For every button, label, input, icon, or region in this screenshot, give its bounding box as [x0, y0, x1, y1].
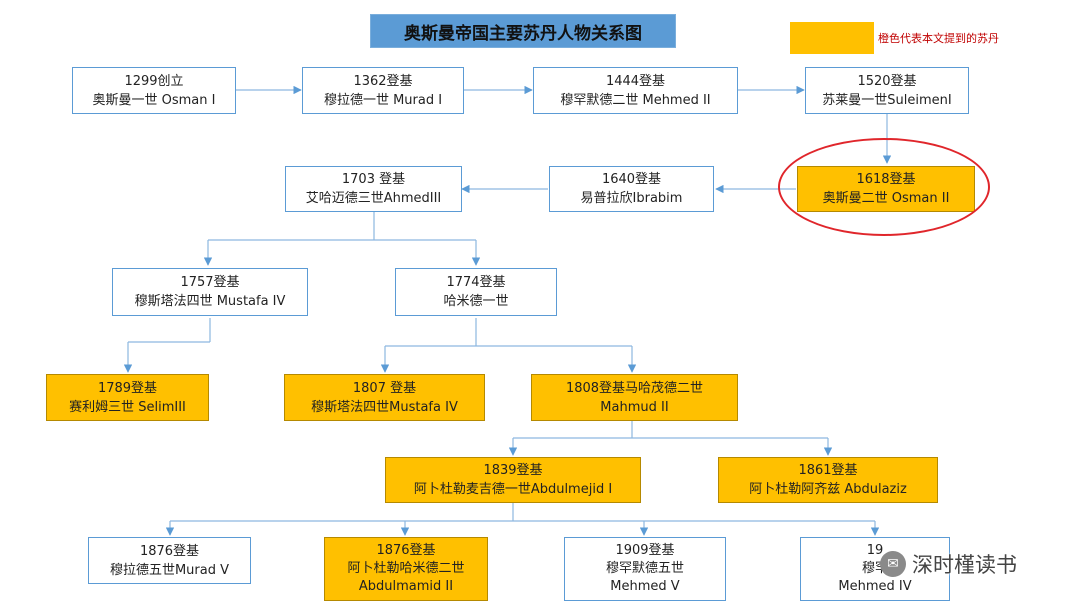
- node-mehmed5-line2: 穆罕默德五世: [605, 561, 684, 576]
- node-abdulaziz: 1861登基 阿卜杜勒阿齐兹 Abdulaziz: [718, 457, 938, 503]
- node-abdulhamid2-line2: 阿卜杜勒哈米德二世: [347, 561, 465, 576]
- node-mehmed6-line1: 19: [866, 543, 884, 558]
- node-abdulaziz-line1: 1861登基: [798, 463, 858, 478]
- watermark: ✉ 深时槿读书: [880, 544, 1017, 584]
- node-selim3-line2: 赛利姆三世 SelimIII: [69, 399, 186, 415]
- node-murad5: 1876登基 穆拉德五世Murad V: [88, 537, 251, 584]
- node-abdulhamid2: 1876登基 阿卜杜勒哈米德二世 Abdulmamid II: [324, 537, 488, 601]
- node-mahmud2: 1808登基马哈茂德二世 Mahmud II: [531, 374, 738, 421]
- node-ibrahim-line1: 1640登基: [601, 172, 662, 187]
- node-selim3-line1: 1789登基: [97, 380, 158, 396]
- node-mehmed2-line1: 1444登基: [605, 73, 666, 89]
- node-mustafa4b: 1807 登基 穆斯塔法四世Mustafa IV: [284, 374, 485, 421]
- node-abdulhamid2-line3: Abdulmamid II: [358, 579, 454, 594]
- node-mehmed5-line1: 1909登基: [615, 543, 675, 558]
- node-abdulhamid2-line1: 1876登基: [376, 543, 436, 558]
- node-murad5-line2: 穆拉德五世Murad V: [109, 562, 230, 578]
- diagram-title: 奥斯曼帝国主要苏丹人物关系图: [370, 14, 676, 48]
- node-mehmed6: 19 穆罕 Mehmed IV: [800, 537, 950, 601]
- node-ahmed3-line2: 艾哈迈德三世AhmedIII: [305, 191, 442, 206]
- wechat-icon: ✉: [880, 551, 906, 577]
- node-mustafa4-line1: 1757登基: [180, 275, 240, 290]
- node-mustafa4: 1757登基 穆斯塔法四世 Mustafa IV: [112, 268, 308, 316]
- node-ahmed3: 1703 登基 艾哈迈德三世AhmedIII: [285, 166, 462, 212]
- node-mustafa4-line2: 穆斯塔法四世 Mustafa IV: [134, 294, 286, 309]
- node-abdulaziz-line2: 阿卜杜勒阿齐兹 Abdulaziz: [749, 482, 907, 497]
- node-mahmud2-line2: Mahmud II: [600, 399, 669, 415]
- node-ibrahim-line2: 易普拉欣Ibrabim: [580, 191, 683, 206]
- node-osman1: 1299创立 奥斯曼一世 Osman I: [72, 67, 236, 114]
- node-ahmed3-line1: 1703 登基: [341, 172, 406, 187]
- node-mehmed5: 1909登基 穆罕默德五世 Mehmed V: [564, 537, 726, 601]
- node-mustafa4b-line1: 1807 登基: [352, 380, 417, 396]
- node-hamid1: 1774登基 哈米德一世: [395, 268, 557, 316]
- node-mehmed2-line2: 穆罕默德二世 Mehmed II: [560, 92, 711, 108]
- node-suleiman1-line2: 苏莱曼一世SuleimenI: [822, 92, 952, 108]
- node-abdulmejid1: 1839登基 阿卜杜勒麦吉德一世Abdulmejid I: [385, 457, 641, 503]
- node-hamid1-line1: 1774登基: [446, 275, 506, 290]
- node-abdulmejid1-line1: 1839登基: [483, 463, 543, 478]
- node-selim3: 1789登基 赛利姆三世 SelimIII: [46, 374, 209, 421]
- node-mahmud2-line1: 1808登基马哈茂德二世: [565, 380, 704, 396]
- legend-text: 橙色代表本文提到的苏丹: [878, 32, 999, 45]
- node-hamid1-line2: 哈米德一世: [443, 294, 509, 309]
- watermark-text: 深时槿读书: [912, 553, 1017, 577]
- node-mehmed6-line3: Mehmed IV: [838, 579, 912, 594]
- node-suleiman1: 1520登基 苏莱曼一世SuleimenI: [805, 67, 969, 114]
- node-murad5-line1: 1876登基: [139, 543, 200, 559]
- node-murad1: 1362登基 穆拉德一世 Murad I: [302, 67, 464, 114]
- highlight-ellipse: [778, 138, 990, 236]
- node-osman1-line1: 1299创立: [124, 73, 184, 89]
- node-mehmed5-line3: Mehmed V: [610, 579, 680, 594]
- node-mustafa4b-line2: 穆斯塔法四世Mustafa IV: [311, 399, 458, 415]
- node-suleiman1-line1: 1520登基: [857, 73, 917, 89]
- node-murad1-line2: 穆拉德一世 Murad I: [323, 92, 443, 108]
- node-mehmed2: 1444登基 穆罕默德二世 Mehmed II: [533, 67, 738, 114]
- node-ibrahim: 1640登基 易普拉欣Ibrabim: [549, 166, 714, 212]
- node-osman1-line2: 奥斯曼一世 Osman I: [92, 92, 216, 108]
- node-murad1-line1: 1362登基: [353, 73, 413, 89]
- node-abdulmejid1-line2: 阿卜杜勒麦吉德一世Abdulmejid I: [413, 482, 613, 497]
- legend-swatch: [790, 22, 874, 54]
